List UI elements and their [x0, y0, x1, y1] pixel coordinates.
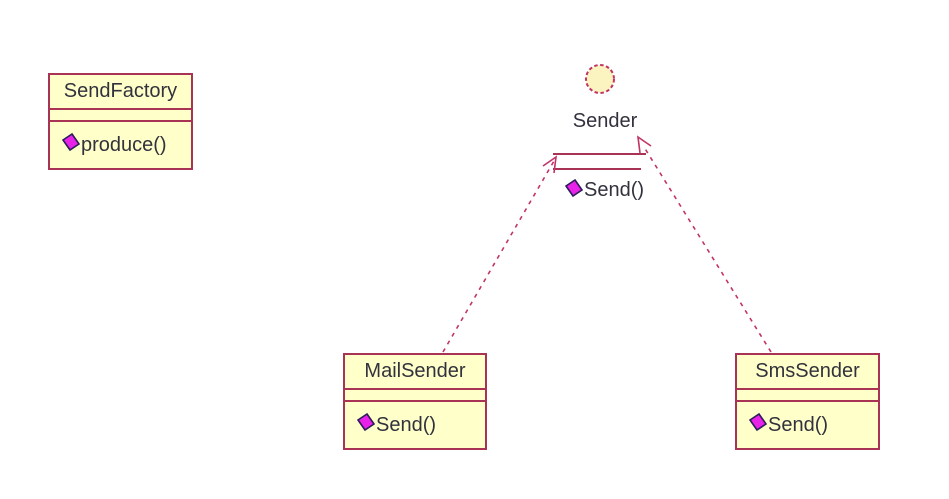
realization-arrow-mailsender-to-sender	[442, 155, 558, 353]
class-title: SendFactory	[50, 75, 191, 110]
attributes-compartment	[737, 390, 878, 402]
interface-method-row: Send()	[565, 178, 645, 202]
method-label: produce()	[81, 133, 167, 156]
interface-lollipop-circle	[585, 64, 615, 94]
realization-dashed-shaft	[442, 160, 555, 353]
class-box-mailsender: MailSender Send()	[343, 353, 487, 450]
attributes-compartment	[345, 390, 485, 402]
method-row: produce()	[62, 133, 167, 157]
method-label: Send()	[768, 413, 829, 436]
interface-method-label: Send()	[584, 179, 645, 201]
open-arrowhead-icon	[542, 155, 558, 174]
attributes-compartment	[50, 110, 191, 122]
methods-compartment: Send()	[345, 402, 485, 448]
private-method-diamond-icon	[565, 178, 583, 197]
private-method-diamond-icon	[357, 413, 375, 431]
interface-name-label: Sender	[572, 110, 638, 132]
method-row: Send()	[357, 413, 437, 437]
methods-compartment: produce()	[50, 122, 191, 168]
method-row: Send()	[749, 413, 829, 437]
class-title: SmsSender	[737, 355, 878, 390]
class-title: MailSender	[345, 355, 485, 390]
methods-compartment: Send()	[737, 402, 878, 448]
class-box-smssender: SmsSender Send()	[735, 353, 880, 450]
realization-dashed-shaft	[643, 146, 772, 353]
class-box-sendfactory: SendFactory produce()	[48, 73, 193, 170]
open-arrowhead-icon	[636, 135, 652, 154]
realization-arrow-smssender-to-sender	[636, 135, 772, 353]
private-method-diamond-icon	[62, 133, 80, 151]
method-label: Send()	[376, 413, 437, 436]
private-method-diamond-icon	[749, 413, 767, 431]
